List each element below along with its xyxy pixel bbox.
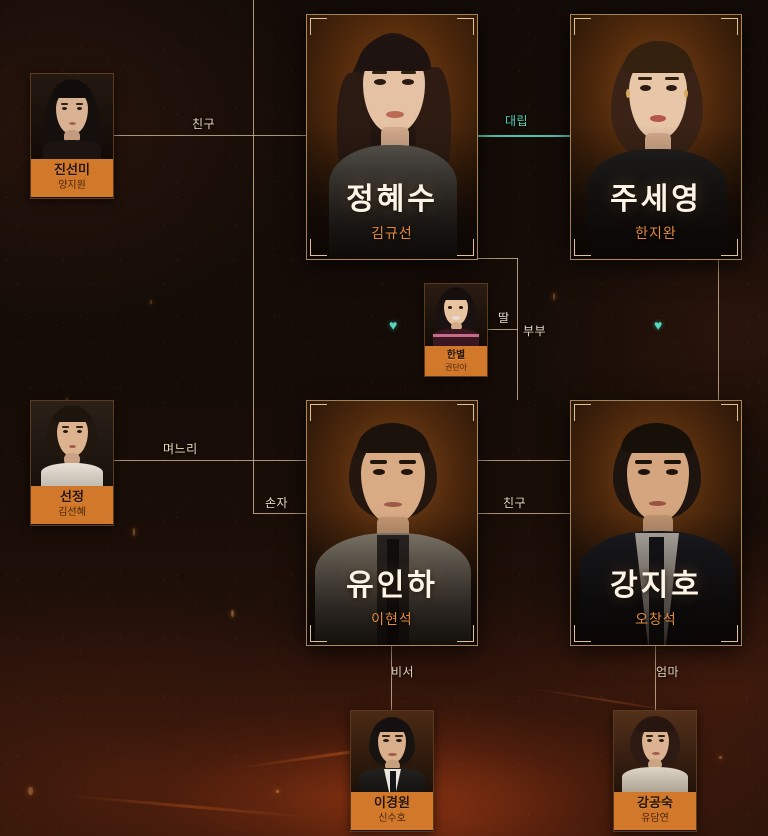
character-card-yu-in-ha[interactable]: 유인하 이현석 (306, 400, 478, 646)
character-name: 선정 (60, 489, 84, 504)
connector-grandson (253, 513, 306, 514)
relation-label-couple: 부부 (523, 324, 547, 338)
character-name: 유인하 (346, 569, 438, 602)
actor-name: 이현석 (371, 611, 413, 627)
ember-particle (133, 528, 135, 536)
portrait-jin-seon-mi (31, 74, 113, 159)
connector-conflict-teal (476, 135, 570, 137)
relation-label-mother: 엄마 (656, 665, 680, 679)
character-name: 진선미 (54, 162, 90, 177)
connector-couple-elbow (476, 258, 518, 259)
connector-secretary (391, 644, 392, 710)
card-caption: 정혜수 김규선 (307, 174, 477, 243)
connector-friend-top (112, 135, 306, 136)
ember-particle (719, 756, 722, 759)
caption-gradient (307, 510, 477, 645)
relation-label-friend-bottom: 친구 (503, 496, 527, 510)
face-art (425, 284, 487, 346)
portrait-kang-gong-suk (614, 711, 696, 792)
heart-icon-right: ♥ (654, 317, 663, 333)
character-name: 강공숙 (637, 795, 673, 810)
portrait-seon-jeong (31, 401, 113, 486)
face-art (351, 711, 433, 792)
caption-gradient (307, 124, 477, 259)
caption-gradient (571, 510, 741, 645)
character-card-kang-ji-ho[interactable]: 강지호 오창석 (570, 400, 742, 646)
face-art (614, 711, 696, 792)
face-art (31, 401, 113, 486)
actor-name: 김규선 (371, 225, 413, 241)
portrait-lee-gyeong-won (351, 711, 433, 792)
connector-right-edge (718, 258, 719, 461)
character-card-lee-gyeong-won[interactable]: 이경원 신수호 (350, 710, 434, 832)
character-name: 이경원 (374, 795, 410, 810)
relation-label-conflict: 대립 (505, 114, 529, 128)
card-footer: 진선미 양지원 (31, 159, 113, 197)
actor-name: 한지완 (635, 225, 677, 241)
ember-particle (150, 300, 152, 304)
connector-daughter (486, 329, 518, 330)
character-name: 주세영 (610, 183, 702, 216)
character-name: 강지호 (610, 569, 702, 602)
face-art (31, 74, 113, 159)
character-name: 한별 (446, 350, 466, 361)
actor-name: 신수호 (378, 812, 406, 824)
relation-label-inlaw: 며느리 (163, 442, 198, 456)
character-name: 정혜수 (346, 183, 438, 216)
character-card-han-byeol[interactable]: 한별 권단아 (424, 283, 488, 377)
heart-icon-left: ♥ (389, 317, 398, 333)
card-caption: 강지호 오창석 (571, 560, 741, 629)
actor-name: 김선혜 (58, 506, 86, 518)
connector-friend-bottom (476, 513, 570, 514)
card-caption: 유인하 이현석 (307, 560, 477, 629)
actor-name: 유담연 (641, 812, 669, 824)
character-card-jin-seon-mi[interactable]: 진선미 양지원 (30, 73, 114, 199)
ember-particle (276, 790, 279, 793)
character-card-seon-jeong[interactable]: 선정 김선혜 (30, 400, 114, 526)
ember-particle (553, 293, 555, 300)
actor-name: 오창석 (635, 611, 677, 627)
caption-gradient (571, 124, 741, 259)
relation-label-daughter: 딸 (498, 311, 510, 325)
card-footer: 한별 권단아 (425, 346, 487, 376)
character-card-kang-gong-suk[interactable]: 강공숙 유담연 (613, 710, 697, 832)
card-footer: 강공숙 유담연 (614, 792, 696, 830)
connector-left-spine (253, 0, 254, 513)
ember-streak-3 (60, 793, 320, 820)
ember-particle (231, 610, 234, 617)
relation-label-secretary: 비서 (391, 665, 415, 679)
card-footer: 선정 김선혜 (31, 486, 113, 524)
character-card-jung-hye-su[interactable]: 정혜수 김규선 (306, 14, 478, 260)
ember-particle (28, 787, 33, 795)
connector-mother (655, 644, 656, 710)
relation-label-friend-top: 친구 (192, 117, 216, 131)
portrait-han-byeol (425, 284, 487, 346)
card-footer: 이경원 신수호 (351, 792, 433, 830)
actor-name: 양지원 (58, 179, 86, 191)
actor-name: 권단아 (444, 362, 468, 372)
character-card-ju-se-yeong[interactable]: 주세영 한지완 (570, 14, 742, 260)
relation-label-grandson: 손자 (265, 496, 289, 510)
card-caption: 주세영 한지완 (571, 174, 741, 243)
